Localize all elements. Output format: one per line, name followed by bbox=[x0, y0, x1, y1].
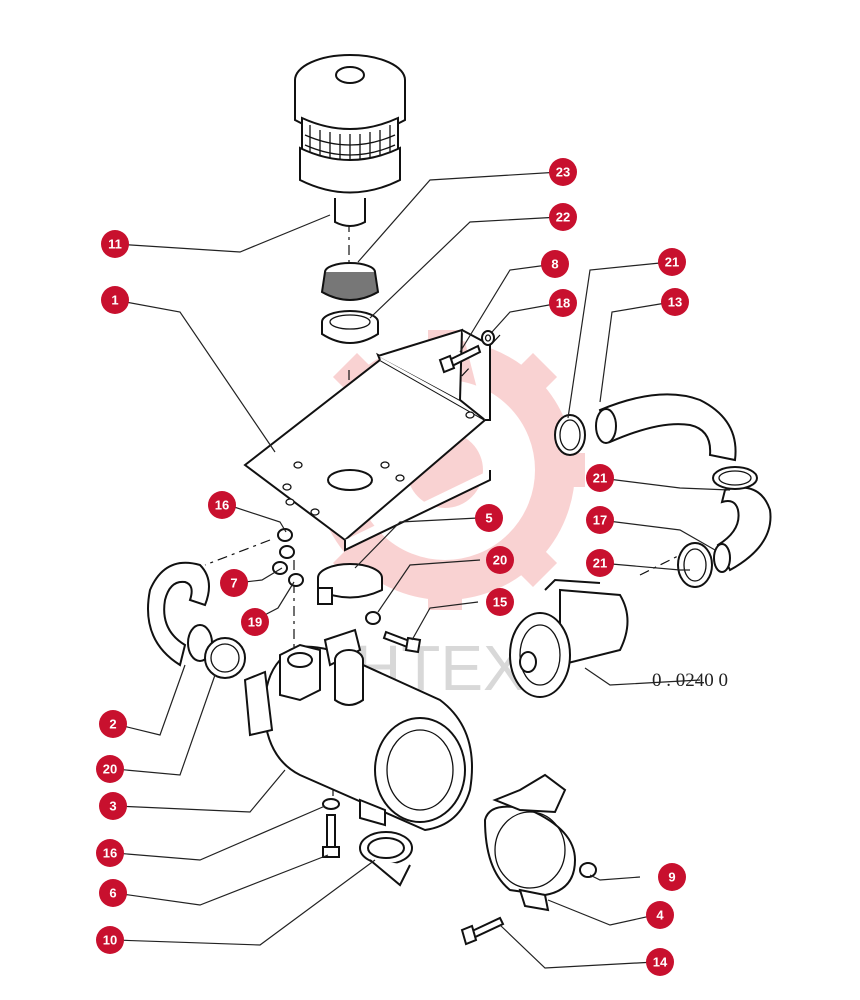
hose-17-part bbox=[713, 486, 772, 573]
bolt-9-part bbox=[460, 916, 505, 946]
clamp-ring-part bbox=[321, 310, 379, 344]
strap-bracket-part bbox=[483, 773, 577, 912]
svg-text:22: 22 bbox=[556, 210, 570, 225]
callout-13[interactable]: 11 bbox=[101, 230, 129, 258]
hose-2-part bbox=[147, 561, 213, 667]
svg-text:11: 11 bbox=[108, 237, 122, 252]
band-clamp-5-part bbox=[317, 563, 383, 605]
callout-16-lower[interactable]: 16 bbox=[96, 839, 124, 867]
leader-lines bbox=[114, 171, 731, 969]
hose-clamp-19-part bbox=[204, 637, 246, 679]
svg-text:7: 7 bbox=[230, 576, 237, 591]
washer-16-lower-part bbox=[322, 798, 340, 810]
svg-text:2: 2 bbox=[109, 717, 116, 732]
svg-text:21: 21 bbox=[593, 556, 607, 571]
callout-5[interactable]: 5 bbox=[475, 504, 503, 532]
svg-text:20: 20 bbox=[493, 553, 507, 568]
callout-14[interactable]: 13 bbox=[661, 288, 689, 316]
air-filter-housing-part bbox=[243, 628, 473, 832]
svg-text:17: 17 bbox=[593, 513, 607, 528]
callout-21-mid[interactable]: 21 bbox=[586, 464, 614, 492]
rubber-sleeve-part bbox=[320, 262, 380, 301]
svg-text:16: 16 bbox=[103, 846, 117, 861]
nut-10-part bbox=[579, 862, 597, 878]
inlet-housing-part bbox=[509, 578, 629, 698]
callout-23[interactable]: 23 bbox=[549, 158, 577, 186]
svg-text:6: 6 bbox=[109, 886, 116, 901]
hose-clamp-21c-part bbox=[677, 542, 713, 588]
svg-text:19: 19 bbox=[248, 615, 262, 630]
svg-text:1: 1 bbox=[111, 293, 118, 308]
svg-text:5: 5 bbox=[485, 511, 492, 526]
callout-20-right[interactable]: 20 bbox=[486, 546, 514, 574]
hose-clamp-21a-part bbox=[554, 414, 586, 456]
callout-7[interactable]: 7 bbox=[220, 569, 248, 597]
callout-8[interactable]: 8 bbox=[541, 250, 569, 278]
svg-text:10: 10 bbox=[103, 933, 117, 948]
svg-text:18: 18 bbox=[556, 296, 570, 311]
hose-14-part bbox=[595, 393, 737, 462]
svg-text:23: 23 bbox=[556, 165, 570, 180]
callout-4[interactable]: 4 bbox=[646, 901, 674, 929]
drawing-reference-code: 0 . 0240 0 bbox=[652, 670, 728, 691]
callout-22[interactable]: 22 bbox=[549, 203, 577, 231]
svg-text:13: 13 bbox=[668, 295, 682, 310]
callout-21-top[interactable]: 21 bbox=[658, 248, 686, 276]
bolt-15-part bbox=[382, 630, 422, 654]
callout-1[interactable]: 1 bbox=[101, 286, 129, 314]
hose-clamp-21b-part bbox=[712, 466, 758, 490]
svg-text:8: 8 bbox=[551, 257, 558, 272]
mounting-bracket-part bbox=[243, 328, 491, 552]
hardware-nuts-washers bbox=[272, 528, 381, 625]
callouts: 11 23 22 1 8 18 21 13 21 17 21 5 20 15 1… bbox=[96, 158, 689, 976]
callout-21-low[interactable]: 21 bbox=[586, 549, 614, 577]
callout-3[interactable]: 3 bbox=[99, 792, 127, 820]
svg-text:15: 15 bbox=[493, 595, 507, 610]
callout-10[interactable]: 9 bbox=[658, 863, 686, 891]
svg-text:16: 16 bbox=[215, 498, 229, 513]
callout-17[interactable]: 17 bbox=[586, 506, 614, 534]
dust-valve-part bbox=[359, 831, 413, 887]
svg-text:21: 21 bbox=[593, 471, 607, 486]
bolt-6-part bbox=[322, 814, 340, 858]
svg-text:21: 21 bbox=[665, 255, 679, 270]
bolt-8-part bbox=[438, 344, 482, 374]
callout-16-upper[interactable]: 16 bbox=[208, 491, 236, 519]
svg-text:9: 9 bbox=[668, 870, 675, 885]
pre-cleaner-part bbox=[294, 54, 406, 227]
svg-text:14: 14 bbox=[653, 955, 668, 970]
callout-20-left[interactable]: 19 bbox=[241, 608, 269, 636]
svg-text:20: 20 bbox=[103, 762, 117, 777]
callout-18[interactable]: 18 bbox=[549, 289, 577, 317]
callout-15[interactable]: 15 bbox=[486, 588, 514, 616]
svg-text:3: 3 bbox=[109, 799, 116, 814]
callout-6[interactable]: 6 bbox=[99, 879, 127, 907]
washer-18-part bbox=[481, 330, 495, 346]
callout-9[interactable]: 14 bbox=[646, 948, 674, 976]
svg-text:4: 4 bbox=[656, 908, 664, 923]
callout-2[interactable]: 2 bbox=[99, 710, 127, 738]
callout-19[interactable]: 20 bbox=[96, 755, 124, 783]
callout-11[interactable]: 10 bbox=[96, 926, 124, 954]
